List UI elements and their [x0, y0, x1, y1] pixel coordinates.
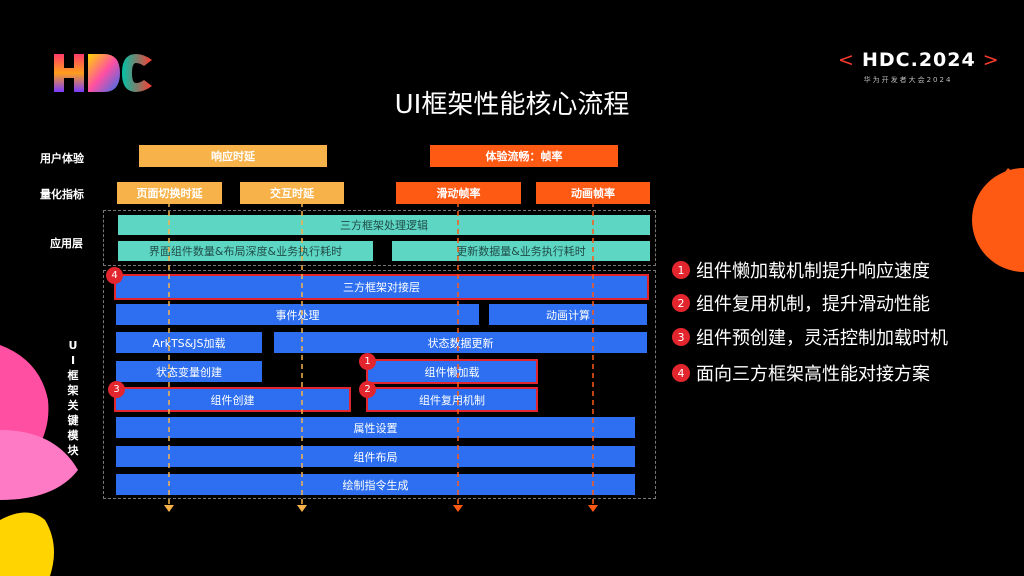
- box-component-cost: 界面组件数量&布局深度&业务执行耗时: [118, 241, 373, 261]
- list-number: 1: [672, 261, 690, 279]
- badge-3: 3: [108, 381, 125, 398]
- list-text: 组件预创建，灵活控制加载时机: [696, 328, 948, 349]
- box-event-handling: 事件处理: [116, 304, 479, 325]
- box-component-create: 组件创建: [114, 387, 351, 412]
- box-arkts-load: ArkTS&JS加载: [116, 332, 262, 353]
- box-attr-set: 属性设置: [116, 417, 635, 438]
- list-number: 4: [672, 364, 690, 382]
- box-state-var-create: 状态变量创建: [116, 361, 262, 382]
- box-page-switch-latency: 页面切换时延: [117, 182, 222, 204]
- box-lazy-load: 组件懒加载: [366, 359, 538, 384]
- label-user-experience: 用户体验: [40, 152, 84, 165]
- list-number: 3: [672, 328, 690, 346]
- box-state-update: 状态数据更新: [274, 332, 647, 353]
- list-text: 组件懒加载机制提升响应速度: [696, 261, 930, 282]
- list-text: 组件复用机制，提升滑动性能: [696, 294, 930, 315]
- page-title: UI框架性能核心流程: [394, 90, 630, 120]
- box-layout: 组件布局: [116, 446, 635, 467]
- ui-framework-frame: [103, 270, 656, 499]
- badge-2: 2: [359, 381, 376, 398]
- box-third-party-adapter: 三方框架对接层: [114, 274, 649, 300]
- box-response-latency: 响应时延: [139, 145, 327, 167]
- label-metrics: 量化指标: [40, 188, 84, 201]
- hdc-logo-icon: [54, 54, 152, 92]
- list-item: 3 组件预创建，灵活控制加载时机: [672, 324, 948, 350]
- yellow-decoration-icon: [0, 512, 54, 576]
- box-update-cost: 更新数据量&业务执行耗时: [392, 241, 650, 261]
- list-item: 2 组件复用机制，提升滑动性能: [672, 290, 930, 316]
- box-scroll-fps: 滑动帧率: [396, 182, 521, 204]
- label-app-layer: 应用层: [50, 237, 83, 250]
- box-anim-calc: 动画计算: [489, 304, 647, 325]
- box-component-reuse: 组件复用机制: [366, 387, 538, 412]
- list-item: 1 组件懒加载机制提升响应速度: [672, 257, 930, 283]
- box-anim-fps: 动画帧率: [536, 182, 650, 204]
- event-badge: < HDC.2024 > 华为开发者大会2024: [838, 49, 999, 85]
- event-dot: .: [910, 49, 919, 71]
- event-subtitle: 华为开发者大会2024: [863, 76, 953, 84]
- badge-4: 4: [106, 267, 123, 284]
- list-item: 4 面向三方框架高性能对接方案: [672, 360, 930, 386]
- box-third-party-logic: 三方框架处理逻辑: [118, 215, 650, 235]
- badge-1: 1: [359, 353, 376, 370]
- box-draw-cmd: 绘制指令生成: [116, 474, 635, 495]
- box-smooth-fps: 体验流畅：帧率: [430, 145, 618, 167]
- box-interaction-latency: 交互时延: [240, 182, 344, 204]
- list-text: 面向三方框架高性能对接方案: [696, 364, 930, 385]
- event-brand: HDC: [861, 49, 911, 71]
- bracket-left-icon: <: [838, 49, 862, 71]
- list-number: 2: [672, 294, 690, 312]
- bracket-right-icon: >: [975, 49, 1000, 71]
- event-year: 2024: [918, 49, 976, 71]
- app-layer-frame: [103, 210, 656, 266]
